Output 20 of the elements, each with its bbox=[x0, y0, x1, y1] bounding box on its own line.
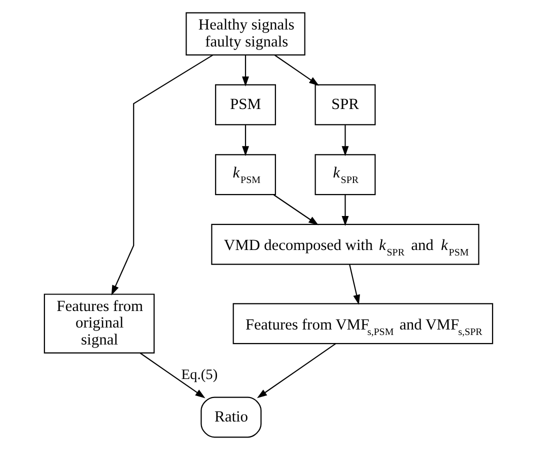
arrow bbox=[110, 54, 213, 296]
node-box: SPR bbox=[314, 84, 376, 126]
arrow bbox=[139, 352, 205, 398]
node-box: Healthy signals faulty signals bbox=[185, 12, 305, 56]
arrow bbox=[242, 125, 248, 156]
arrow bbox=[348, 264, 360, 305]
node-box: PSM bbox=[214, 84, 276, 126]
arrow bbox=[274, 54, 319, 86]
arrow bbox=[341, 194, 348, 226]
edge-label: Eq.(5) bbox=[180, 366, 218, 383]
node-box: Ratio bbox=[200, 396, 262, 438]
arrow bbox=[256, 343, 336, 398]
node-box: k$_{PSM}$ bbox=[214, 154, 276, 196]
arrow bbox=[242, 55, 248, 86]
arrow bbox=[341, 125, 348, 156]
node-box: Features from original signal bbox=[43, 294, 154, 354]
node-box: VMD decomposed with k$_{SPR}$ and k$_{PSM}$ bbox=[210, 224, 479, 265]
node-box: k$_{SPR}$ bbox=[314, 154, 376, 196]
arrow bbox=[273, 194, 318, 226]
node-box: Features from VMF$_{s,PSM}$ and VMF$_{s,SPR}$ bbox=[232, 303, 493, 344]
